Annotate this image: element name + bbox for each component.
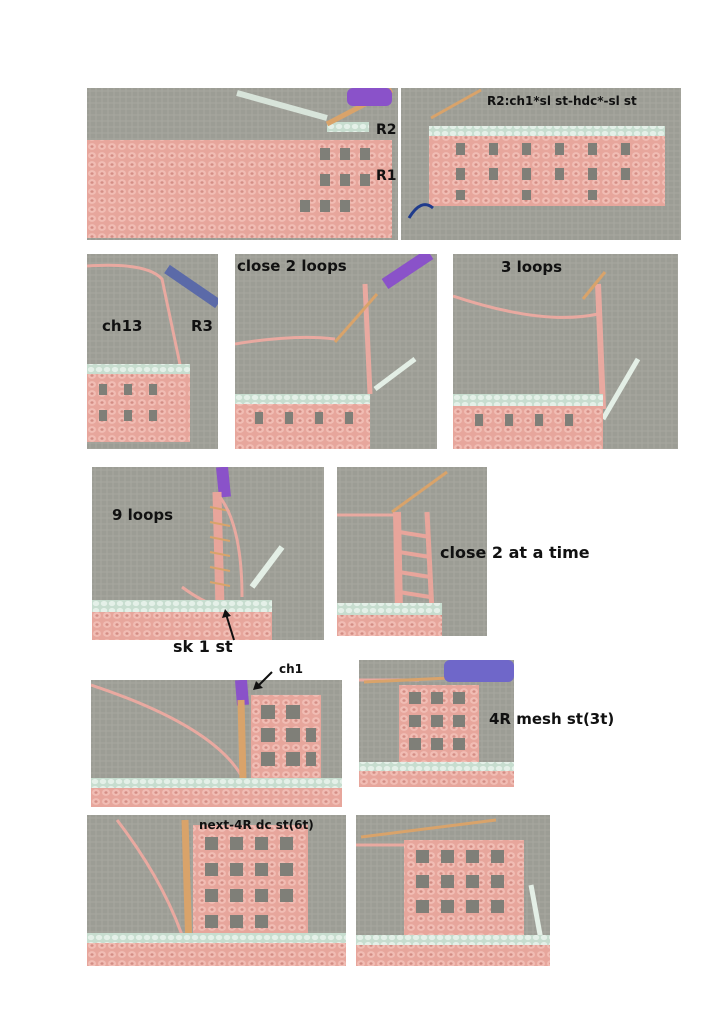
photo-r1-r2-closeup: R2 R1 [87,88,398,240]
photo-close-2-at-a-time [337,467,487,636]
photo-ch13-r3: ch13 R3 [87,254,218,449]
label-close-2-at-a-time: close 2 at a time [440,543,590,562]
label-sk-1-st: sk 1 st [173,637,233,656]
label-r1: R1 [376,168,397,184]
photo-9-loops: 9 loops [92,467,324,640]
photo-r2-swatch: R2:ch1*sl st-hdc*-sl st [401,88,681,240]
photo-ch1 [91,680,342,807]
label-r2-pattern: R2:ch1*sl st-hdc*-sl st [487,94,637,108]
label-3-loops: 3 loops [501,258,563,276]
label-close-2-loops: close 2 loops [237,257,347,275]
label-9-loops: 9 loops [112,506,174,524]
photo-final [356,815,550,966]
arrow-ch1 [253,671,273,690]
label-r3: R3 [191,317,213,335]
label-ch13: ch13 [102,317,143,335]
label-4r-mesh: 4R mesh st(3t) [489,710,615,728]
photo-close-2-loops: close 2 loops [235,254,437,449]
label-next-4r-dc: next-4R dc st(6t) [199,818,314,832]
photo-next-4r-dc: next-4R dc st(6t) [87,815,346,966]
label-ch1: ch1 [279,662,304,676]
photo-3-loops: 3 loops [453,254,678,449]
arrow-sk-1-st [222,609,235,641]
label-r2: R2 [376,122,397,138]
photo-4r-mesh [359,660,514,787]
